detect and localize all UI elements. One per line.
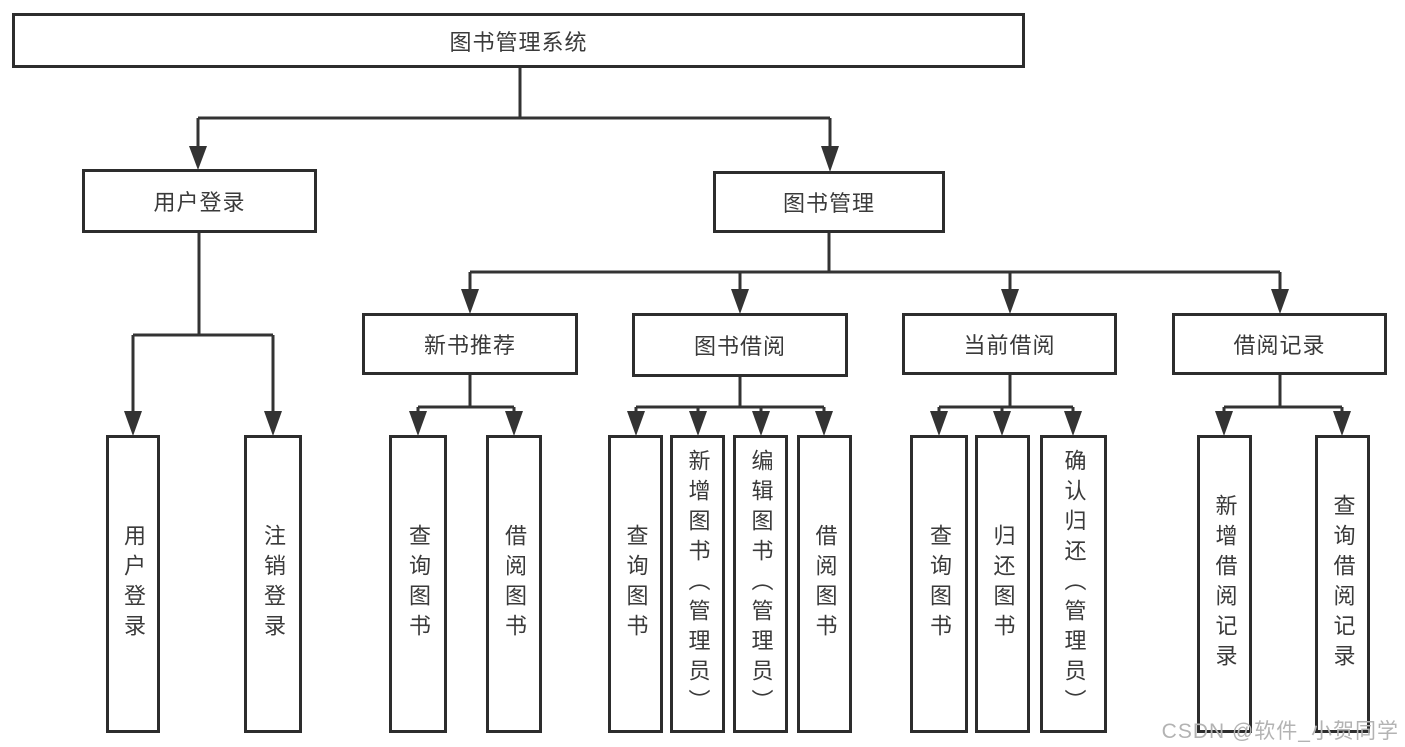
node-label: 查询借阅记录	[1330, 494, 1356, 674]
leaf-query-books-borrow: 查询图书	[608, 435, 663, 733]
node-label: 用户登录	[153, 190, 246, 215]
node-label: 查询图书	[927, 524, 952, 644]
arrowhead-icons	[124, 146, 1351, 436]
node-label: 编辑图书（管理员）	[748, 449, 774, 719]
node-label: 借阅记录	[1233, 333, 1326, 358]
leaf-user-login: 用户登录	[106, 435, 160, 733]
node-book-management: 图书管理	[713, 171, 945, 233]
leaf-logout: 注销登录	[244, 435, 302, 733]
node-label: 用户登录	[121, 524, 146, 644]
node-root-system: 图书管理系统	[12, 13, 1025, 68]
leaf-query-books-current: 查询图书	[910, 435, 968, 733]
node-label: 新增图书（管理员）	[685, 449, 711, 719]
node-label: 借阅图书	[502, 524, 527, 644]
node-label: 图书借阅	[693, 334, 786, 359]
node-label: 新增借阅记录	[1212, 494, 1238, 674]
leaf-confirm-return-admin: 确认归还（管理员）	[1040, 435, 1107, 733]
node-label: 查询图书	[623, 524, 649, 644]
node-current-borrow: 当前借阅	[902, 313, 1117, 375]
node-label: 图书管理系统	[449, 29, 588, 55]
leaf-add-borrow-record: 新增借阅记录	[1197, 435, 1252, 733]
leaf-add-book-admin: 新增图书（管理员）	[670, 435, 725, 733]
node-label: 注销登录	[261, 524, 286, 644]
leaf-borrow-books: 借阅图书	[797, 435, 852, 733]
node-borrow-records: 借阅记录	[1172, 313, 1387, 375]
node-label: 图书管理	[782, 191, 875, 216]
node-label: 借阅图书	[812, 524, 838, 644]
node-label: 新书推荐	[423, 333, 516, 358]
node-label: 当前借阅	[963, 333, 1056, 358]
node-book-borrow: 图书借阅	[632, 313, 848, 377]
node-label: 查询图书	[406, 524, 431, 644]
leaf-return-book: 归还图书	[975, 435, 1030, 733]
leaf-borrow-books-recommend: 借阅图书	[486, 435, 542, 733]
node-label: 归还图书	[990, 524, 1016, 644]
node-new-book-recommend: 新书推荐	[362, 313, 578, 375]
leaf-query-books-recommend: 查询图书	[389, 435, 447, 733]
node-user-login: 用户登录	[82, 169, 317, 233]
csdn-watermark: CSDN @软件_小贺同学	[1161, 720, 1399, 743]
leaf-query-borrow-record: 查询借阅记录	[1315, 435, 1370, 733]
leaf-edit-book-admin: 编辑图书（管理员）	[733, 435, 788, 733]
node-label: 确认归还（管理员）	[1061, 449, 1087, 719]
